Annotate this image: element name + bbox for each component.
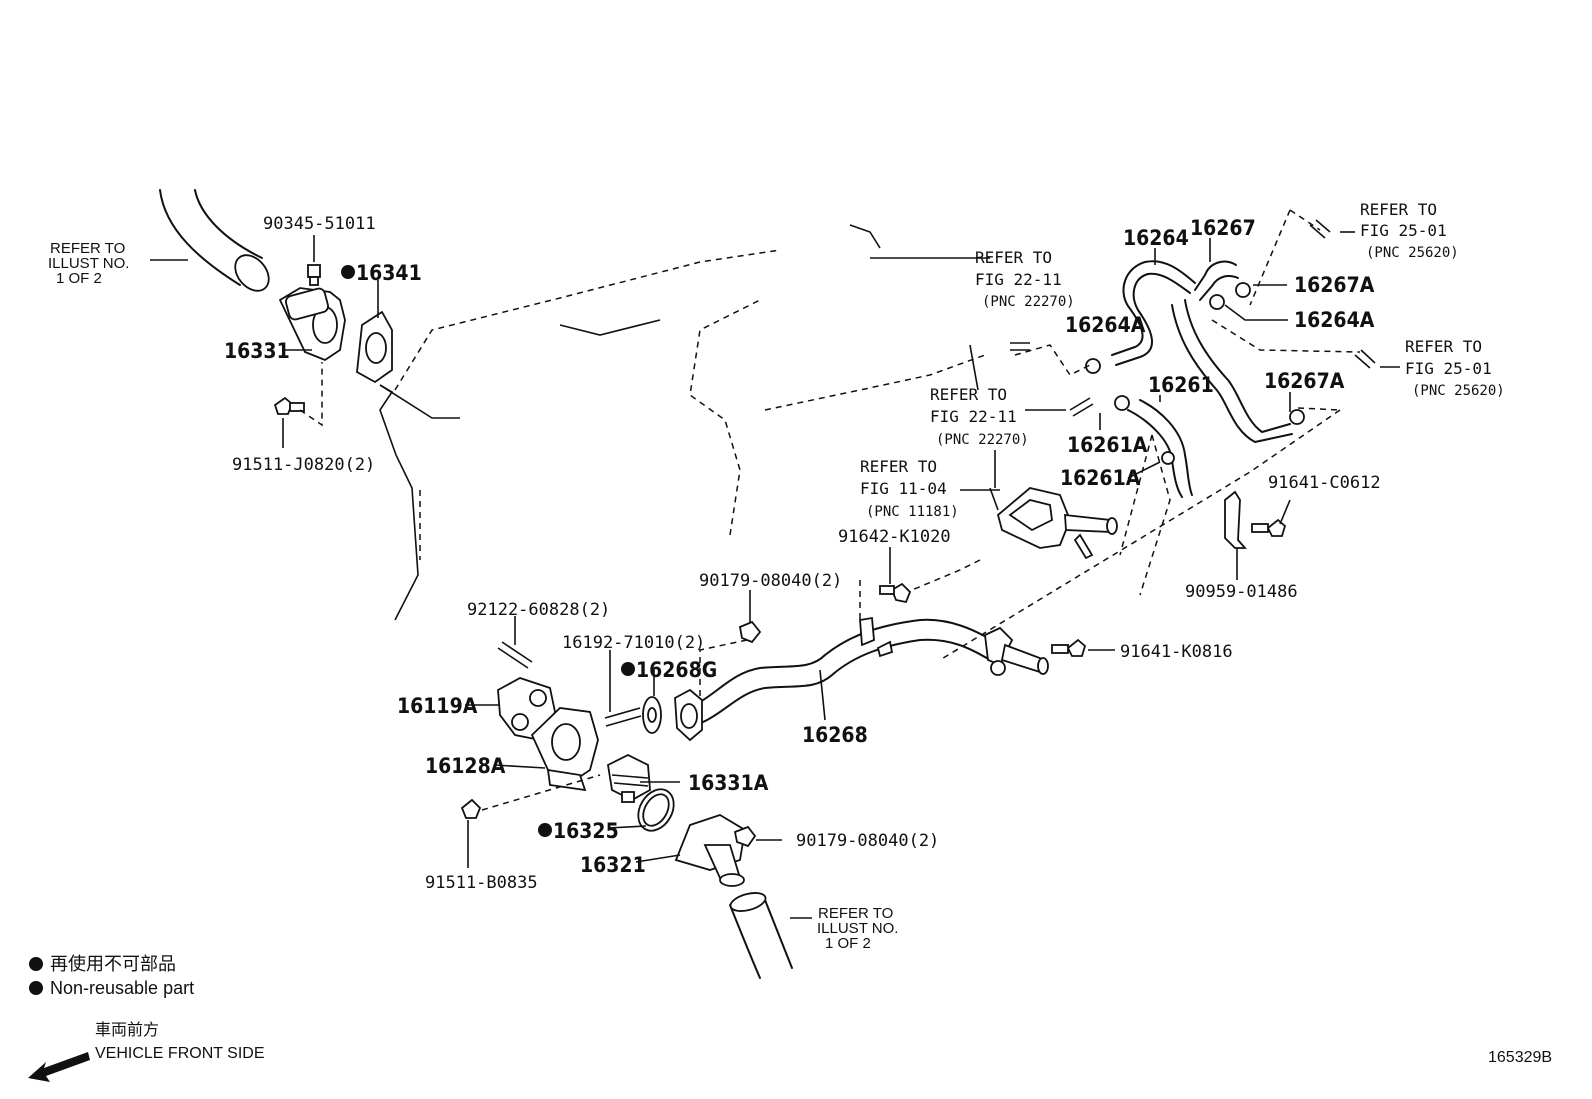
ref-fig2211b-line3: (PNC 22270) (936, 432, 1029, 448)
label-16325[interactable]: 16325 (553, 819, 619, 843)
ref-fig2211a-line3: (PNC 22270) (982, 294, 1075, 310)
engine-outline (379, 224, 990, 621)
non-reusable-dot (29, 957, 43, 971)
label-91641-k0816[interactable]: 91641-K0816 (1120, 642, 1233, 662)
label-16331a[interactable]: 16331A (688, 771, 769, 795)
label-92122-60828[interactable]: 92122-60828(2) (467, 600, 610, 620)
legend-jp: 再使用不可部品 (50, 954, 176, 974)
ref-fig2211a-line2: FIG 22-11 (975, 270, 1062, 289)
ref-illust-bottom-line2: ILLUST NO. (817, 920, 898, 937)
label-16264[interactable]: 16264 (1123, 226, 1189, 250)
ref-illust-top-line3: 1 OF 2 (56, 270, 102, 287)
figure-id: 165329B (1488, 1049, 1552, 1066)
part-labels: 90345-51011 16341 16331 91511-J0820(2) 1… (224, 214, 1381, 893)
ref-illust-top-line1: REFER TO (50, 240, 125, 257)
ref-fig2501a-line2: FIG 25-01 (1360, 221, 1447, 240)
label-16261[interactable]: 16261 (1148, 373, 1214, 397)
label-16267[interactable]: 16267 (1190, 216, 1256, 240)
label-16192-71010[interactable]: 16192-71010(2) (562, 633, 705, 653)
label-90179-08040-top[interactable]: 90179-08040(2) (699, 571, 842, 591)
ref-fig2501b-line1: REFER TO (1405, 337, 1482, 356)
non-reusable-dot (29, 981, 43, 995)
label-90345-51011[interactable]: 90345-51011 (263, 214, 376, 234)
label-16128a[interactable]: 16128A (425, 754, 506, 778)
reference-notes: REFER TO ILLUST NO. 1 OF 2 REFER TO FIG … (48, 200, 1505, 952)
ref-fig1104-line3: (PNC 11181) (866, 504, 959, 520)
ref-fig2501b-line2: FIG 25-01 (1405, 359, 1492, 378)
ref-fig2501b-line3: (PNC 25620) (1412, 383, 1505, 399)
upper-left-assembly (159, 189, 393, 427)
ref-illust-bottom-line3: 1 OF 2 (825, 935, 871, 952)
label-91511-j0820[interactable]: 91511-J0820(2) (232, 455, 375, 475)
front-side-en: VEHICLE FRONT SIDE (95, 1045, 265, 1062)
ref-illust-top-line2: ILLUST NO. (48, 255, 129, 272)
label-16331[interactable]: 16331 (224, 339, 290, 363)
label-16264a-right[interactable]: 16264A (1294, 308, 1375, 332)
label-16321[interactable]: 16321 (580, 853, 646, 877)
thermostat-assembly (460, 620, 793, 979)
bracket (939, 409, 1341, 661)
label-16268[interactable]: 16268 (802, 723, 868, 747)
leader-lines (150, 231, 1400, 919)
label-16261a-2[interactable]: 16261A (1060, 466, 1141, 490)
ref-fig2501a-line3: (PNC 25620) (1366, 245, 1459, 261)
ref-fig2211a-line1: REFER TO (975, 248, 1052, 267)
label-16267a-top[interactable]: 16267A (1294, 273, 1375, 297)
ref-fig2501a-line1: REFER TO (1360, 200, 1437, 219)
label-16341[interactable]: 16341 (356, 261, 422, 285)
label-91511-b0835[interactable]: 91511-B0835 (425, 873, 538, 893)
label-90959-01486[interactable]: 90959-01486 (1185, 582, 1298, 602)
front-side-jp: 車両前方 (95, 1021, 159, 1039)
non-reusable-dot (341, 265, 355, 279)
legend: 再使用不可部品 Non-reusable part 車両前方 VEHICLE F… (28, 954, 265, 1082)
non-reusable-dot (538, 823, 552, 837)
ref-fig1104-line2: FIG 11-04 (860, 479, 947, 498)
label-91642-k1020[interactable]: 91642-K1020 (838, 527, 951, 547)
water-pipe (674, 559, 1087, 742)
ref-fig1104-line1: REFER TO (860, 457, 937, 476)
label-90179-08040-low[interactable]: 90179-08040(2) (796, 831, 939, 851)
front-arrow-icon (28, 1052, 90, 1082)
non-reusable-dot (621, 662, 635, 676)
inlet-housing (989, 487, 1118, 560)
ref-fig2211b-line2: FIG 22-11 (930, 407, 1017, 426)
bypass-hoses (1010, 209, 1376, 596)
label-91641-c0612[interactable]: 91641-C0612 (1268, 473, 1381, 493)
label-16268g[interactable]: 16268G (636, 658, 717, 682)
label-16119a[interactable]: 16119A (397, 694, 478, 718)
ref-illust-bottom-line1: REFER TO (818, 905, 893, 922)
label-16267a-low[interactable]: 16267A (1264, 369, 1345, 393)
ref-fig2211b-line1: REFER TO (930, 385, 1007, 404)
label-16261a-1[interactable]: 16261A (1067, 433, 1148, 457)
label-16264a-left[interactable]: 16264A (1065, 313, 1146, 337)
legend-en: Non-reusable part (50, 978, 194, 998)
